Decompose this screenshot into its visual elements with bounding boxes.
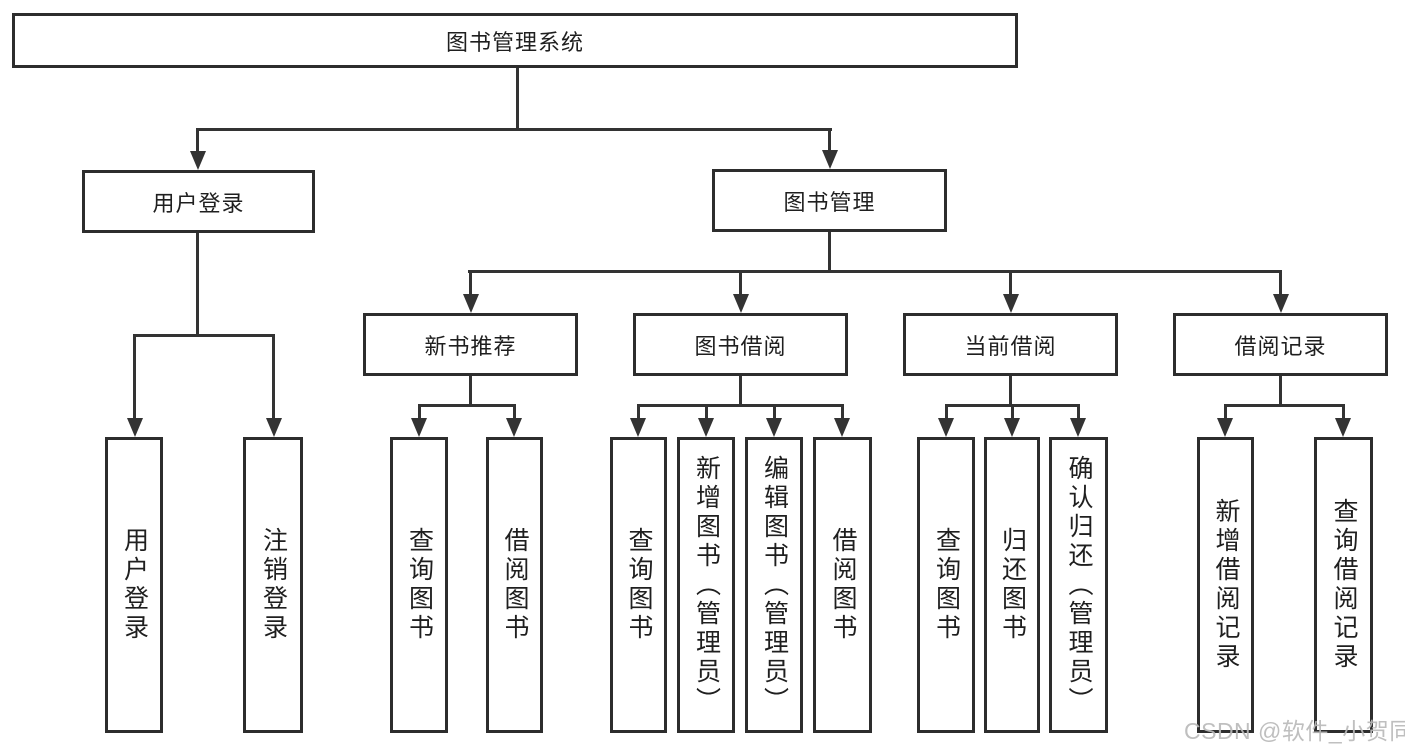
csdn-watermark: CSDN @软件_小贺同学 xyxy=(1184,718,1405,744)
connector-line xyxy=(1224,404,1345,407)
leaf-label: 新增借阅记录 xyxy=(1212,498,1240,672)
node-label: 图书管理 xyxy=(783,189,876,215)
connector-line xyxy=(196,233,199,337)
leaf-return-books: 归还图书 xyxy=(984,437,1040,733)
arrowhead-down-icon xyxy=(766,418,782,437)
arrowhead-down-icon xyxy=(266,418,282,437)
arrowhead-down-icon xyxy=(127,418,143,437)
node-label: 借阅记录 xyxy=(1234,333,1327,359)
leaf-query-borrow-record: 查询借阅记录 xyxy=(1314,437,1373,733)
leaf-label: 编辑图书（管理员） xyxy=(760,454,789,716)
arrowhead-down-icon xyxy=(1335,418,1351,437)
arrowhead-down-icon xyxy=(463,294,479,313)
leaf-add-books-admin: 新增图书（管理员） xyxy=(677,437,735,733)
connector-line xyxy=(196,128,199,153)
leaf-label: 查询借阅记录 xyxy=(1330,498,1358,672)
connector-line xyxy=(1342,404,1345,420)
connector-line xyxy=(1009,270,1012,295)
connector-line xyxy=(272,334,275,419)
leaf-label: 查询图书 xyxy=(405,527,434,643)
connector-line xyxy=(739,376,742,407)
node-borrow-record: 借阅记录 xyxy=(1173,313,1388,376)
connector-line xyxy=(1009,376,1012,407)
arrowhead-down-icon xyxy=(822,150,838,169)
node-book-management: 图书管理 xyxy=(712,169,947,232)
connector-line xyxy=(945,404,948,420)
leaf-label: 注销登录 xyxy=(259,527,288,643)
leaf-label: 查询图书 xyxy=(932,527,961,643)
connector-line xyxy=(841,404,844,420)
arrowhead-down-icon xyxy=(506,418,522,437)
connector-line xyxy=(469,270,472,295)
connector-line xyxy=(418,404,516,407)
leaf-label: 借阅图书 xyxy=(501,527,529,643)
node-label: 当前借阅 xyxy=(964,333,1057,359)
arrowhead-down-icon xyxy=(630,418,646,437)
connector-line xyxy=(705,404,708,420)
arrowhead-down-icon xyxy=(1004,418,1020,437)
node-label: 图书管理系统 xyxy=(445,29,584,55)
arrowhead-down-icon xyxy=(938,418,954,437)
connector-line xyxy=(133,334,136,419)
leaf-label: 借阅图书 xyxy=(829,527,857,643)
connector-line xyxy=(637,404,844,407)
connector-line xyxy=(133,334,275,337)
connector-line xyxy=(1011,404,1014,420)
leaf-query-books-current: 查询图书 xyxy=(917,437,975,733)
arrowhead-down-icon xyxy=(834,418,850,437)
leaf-user-login: 用户登录 xyxy=(105,437,163,733)
leaf-label: 查询图书 xyxy=(625,527,653,643)
connector-line xyxy=(637,404,640,420)
connector-line xyxy=(828,128,831,153)
node-root-system: 图书管理系统 xyxy=(12,13,1018,68)
connector-line xyxy=(418,404,421,420)
arrowhead-down-icon xyxy=(698,418,714,437)
leaf-label: 确认归还（管理员） xyxy=(1065,454,1093,716)
connector-line xyxy=(828,232,831,273)
leaf-edit-books-admin: 编辑图书（管理员） xyxy=(745,437,803,733)
connector-line xyxy=(513,404,516,420)
leaf-label: 新增图书（管理员） xyxy=(692,454,721,716)
node-label: 新书推荐 xyxy=(424,333,517,359)
leaf-logout: 注销登录 xyxy=(243,437,303,733)
connector-line xyxy=(773,404,776,420)
leaf-query-books-recommend: 查询图书 xyxy=(390,437,448,733)
leaf-borrow-books-recommend: 借阅图书 xyxy=(486,437,543,733)
node-book-borrow: 图书借阅 xyxy=(633,313,848,376)
arrowhead-down-icon xyxy=(1217,418,1233,437)
connector-line xyxy=(1279,376,1282,407)
node-current-borrow: 当前借阅 xyxy=(903,313,1118,376)
arrowhead-down-icon xyxy=(190,151,206,170)
connector-line xyxy=(1224,404,1227,420)
connector-line xyxy=(1279,270,1282,295)
leaf-query-books-borrow: 查询图书 xyxy=(610,437,667,733)
leaf-add-borrow-record: 新增借阅记录 xyxy=(1197,437,1254,733)
arrowhead-down-icon xyxy=(1003,294,1019,313)
node-label: 图书借阅 xyxy=(694,333,787,359)
leaf-label: 用户登录 xyxy=(120,527,149,643)
node-user-login: 用户登录 xyxy=(82,170,315,233)
connector-line xyxy=(196,128,832,131)
connector-line xyxy=(468,270,1282,273)
leaf-borrow-books: 借阅图书 xyxy=(813,437,872,733)
arrowhead-down-icon xyxy=(1273,294,1289,313)
arrowhead-down-icon xyxy=(411,418,427,437)
leaf-label: 归还图书 xyxy=(998,527,1027,643)
connector-line xyxy=(1077,404,1080,420)
connector-line xyxy=(469,376,472,407)
connector-line xyxy=(516,68,519,131)
node-new-book-recommend: 新书推荐 xyxy=(363,313,578,376)
leaf-confirm-return-admin: 确认归还（管理员） xyxy=(1049,437,1108,733)
arrowhead-down-icon xyxy=(733,294,749,313)
arrowhead-down-icon xyxy=(1070,418,1086,437)
node-label: 用户登录 xyxy=(152,190,245,216)
connector-line xyxy=(739,270,742,295)
